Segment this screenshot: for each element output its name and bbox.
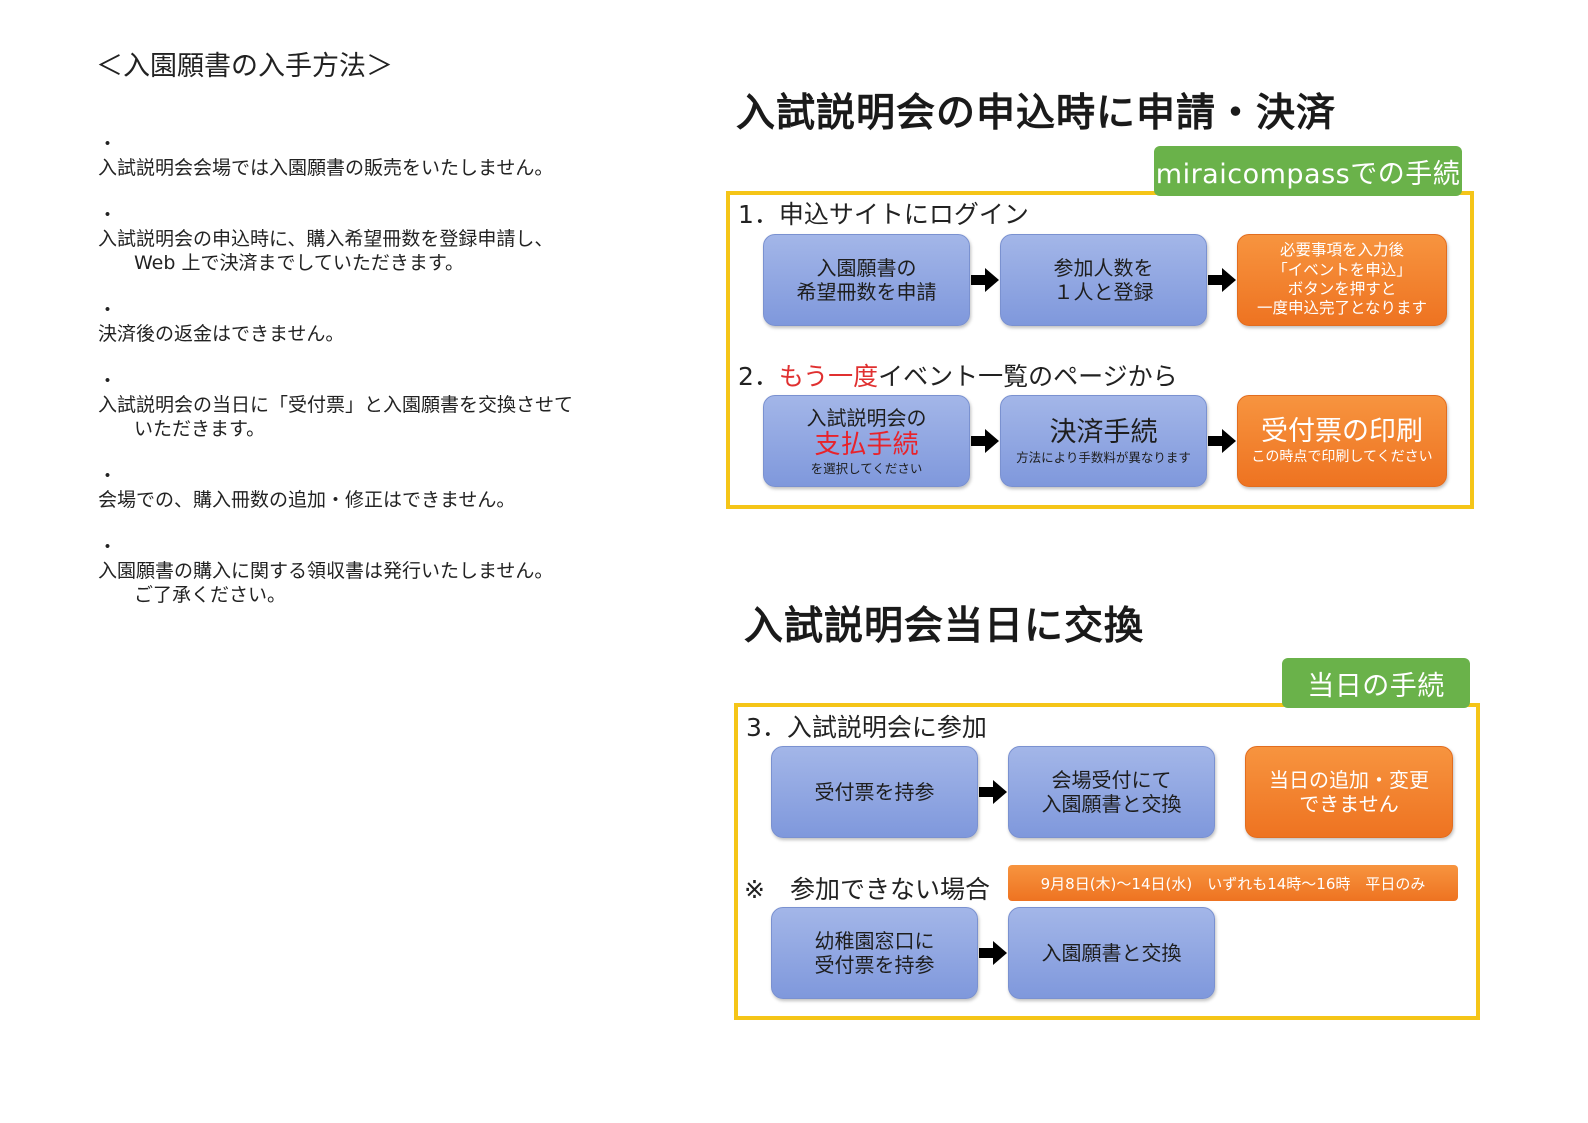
arrow-right-icon xyxy=(1208,429,1236,453)
box-line: 入園願書と交換 xyxy=(1041,792,1182,816)
arrow-right-icon xyxy=(971,429,999,453)
section2-tag: 当日の手続 xyxy=(1282,658,1470,708)
box-main: 受付票の印刷 xyxy=(1261,416,1423,448)
note-item: 会場での、購入冊数の追加・修正はできません。 xyxy=(98,464,658,512)
box-line: 受付票を持参 xyxy=(814,953,935,977)
box-sub: を選択してください xyxy=(810,461,923,477)
box-line: 参加人数を xyxy=(1053,256,1154,280)
note-item: 入試説明会の申込時に、購入希望冊数を登録申請し、Web 上で決済までしていただき… xyxy=(98,203,658,275)
section1-frame xyxy=(726,191,1474,509)
step2-box-print-receipt: 受付票の印刷 この時点で印刷してください xyxy=(1237,395,1447,487)
box-line: 必要事項を入力後 xyxy=(1279,241,1404,260)
box-line: 会場受付にて xyxy=(1051,768,1172,792)
alt-period-banner: 9月8日(木)～14日(水) いずれも14時～16時 平日のみ xyxy=(1008,865,1458,901)
box-line: できません xyxy=(1299,792,1399,816)
box-line: １人と登録 xyxy=(1053,280,1154,304)
note-line: Web 上で決済までしていただきます。 xyxy=(134,252,464,274)
box-line: 「イベントを申込」 xyxy=(1272,260,1412,279)
note-line: 入園願書の購入に関する領収書は発行いたしません。 xyxy=(98,560,554,582)
box-sub: この時点で印刷してください xyxy=(1251,448,1433,465)
step1-box-register-count: 参加人数を １人と登録 xyxy=(1000,234,1207,326)
note-line: ご了承ください。 xyxy=(134,584,287,606)
arrow-right-icon xyxy=(979,941,1007,965)
step2-box-settlement: 決済手続 方法により手数料が異なります xyxy=(1000,395,1207,487)
notes-list: 入試説明会会場では入園願書の販売をいたしません。入試説明会の申込時に、購入希望冊… xyxy=(98,132,658,630)
arrow-right-icon xyxy=(979,780,1007,804)
step2-label-prefix: 2． xyxy=(738,362,779,391)
box-line: 入園願書の xyxy=(816,256,917,280)
step1-box-apply-copies: 入園願書の 希望冊数を申請 xyxy=(763,234,970,326)
note-line: 入試説明会会場では入園願書の販売をいたしません。 xyxy=(98,157,554,179)
box-line: 一度申込完了となります xyxy=(1256,299,1428,318)
box-main: 決済手続 xyxy=(1049,417,1158,449)
note-line: 決済後の返金はできません。 xyxy=(98,323,345,345)
alt-box-exchange: 入園願書と交換 xyxy=(1008,907,1215,999)
step1-label: 1．申込サイトにログイン xyxy=(738,200,1029,229)
step1-box-complete-note: 必要事項を入力後 「イベントを申込」 ボタンを押すと 一度申込完了となります xyxy=(1237,234,1447,326)
note-item: 入試説明会会場では入園願書の販売をいたしません。 xyxy=(98,132,658,180)
step3-box-exchange-at-venue: 会場受付にて 入園願書と交換 xyxy=(1008,746,1215,838)
step3-label: 3．入試説明会に参加 xyxy=(746,713,987,742)
step2-label-suffix: イベント一覧のページから xyxy=(878,362,1178,391)
box-sub: 方法により手数料が異なります xyxy=(1016,449,1191,465)
note-line: 入試説明会の申込時に、購入希望冊数を登録申請し、 xyxy=(98,228,554,250)
box-line: 入試説明会の xyxy=(806,405,927,430)
alt-label: ※ 参加できない場合 xyxy=(744,875,990,904)
box-line: 受付票を持参 xyxy=(814,780,935,804)
step2-label: 2．もう一度イベント一覧のページから xyxy=(738,357,1178,393)
step2-box-payment-procedure: 入試説明会の 支払手続 を選択してください xyxy=(763,395,970,487)
step3-box-bring-receipt: 受付票を持参 xyxy=(771,746,978,838)
box-line: 入園願書と交換 xyxy=(1041,941,1182,965)
box-line: 幼稚園窓口に xyxy=(814,929,935,953)
box-line: ボタンを押すと xyxy=(1287,280,1397,298)
section2-heading: 入試説明会当日に交換 xyxy=(744,604,1145,649)
note-item: 入園願書の購入に関する領収書は発行いたしません。ご了承ください。 xyxy=(98,535,658,607)
arrow-right-icon xyxy=(1208,268,1236,292)
section1-tag: miraicompassでの手続 xyxy=(1154,146,1462,196)
box-line: 希望冊数を申請 xyxy=(796,280,937,304)
section1-heading: 入試説明会の申込時に申請・決済 xyxy=(736,91,1337,136)
note-line: いただきます。 xyxy=(134,418,266,440)
alt-box-bring-to-office: 幼稚園窓口に 受付票を持参 xyxy=(771,907,978,999)
box-emphasis: 支払手続 xyxy=(814,429,919,460)
step2-label-emphasis: もう一度 xyxy=(778,362,879,391)
box-line: 当日の追加・変更 xyxy=(1269,768,1429,792)
note-line: 入試説明会の当日に「受付票」と入園願書を交換させて xyxy=(98,394,574,416)
arrow-right-icon xyxy=(971,268,999,292)
section2-frame xyxy=(734,703,1480,1020)
note-line: 会場での、購入冊数の追加・修正はできません。 xyxy=(98,489,516,511)
note-item: 決済後の返金はできません。 xyxy=(98,298,658,346)
left-title: ＜入園願書の入手方法＞ xyxy=(96,51,393,82)
step3-box-no-changes: 当日の追加・変更 できません xyxy=(1245,746,1453,838)
